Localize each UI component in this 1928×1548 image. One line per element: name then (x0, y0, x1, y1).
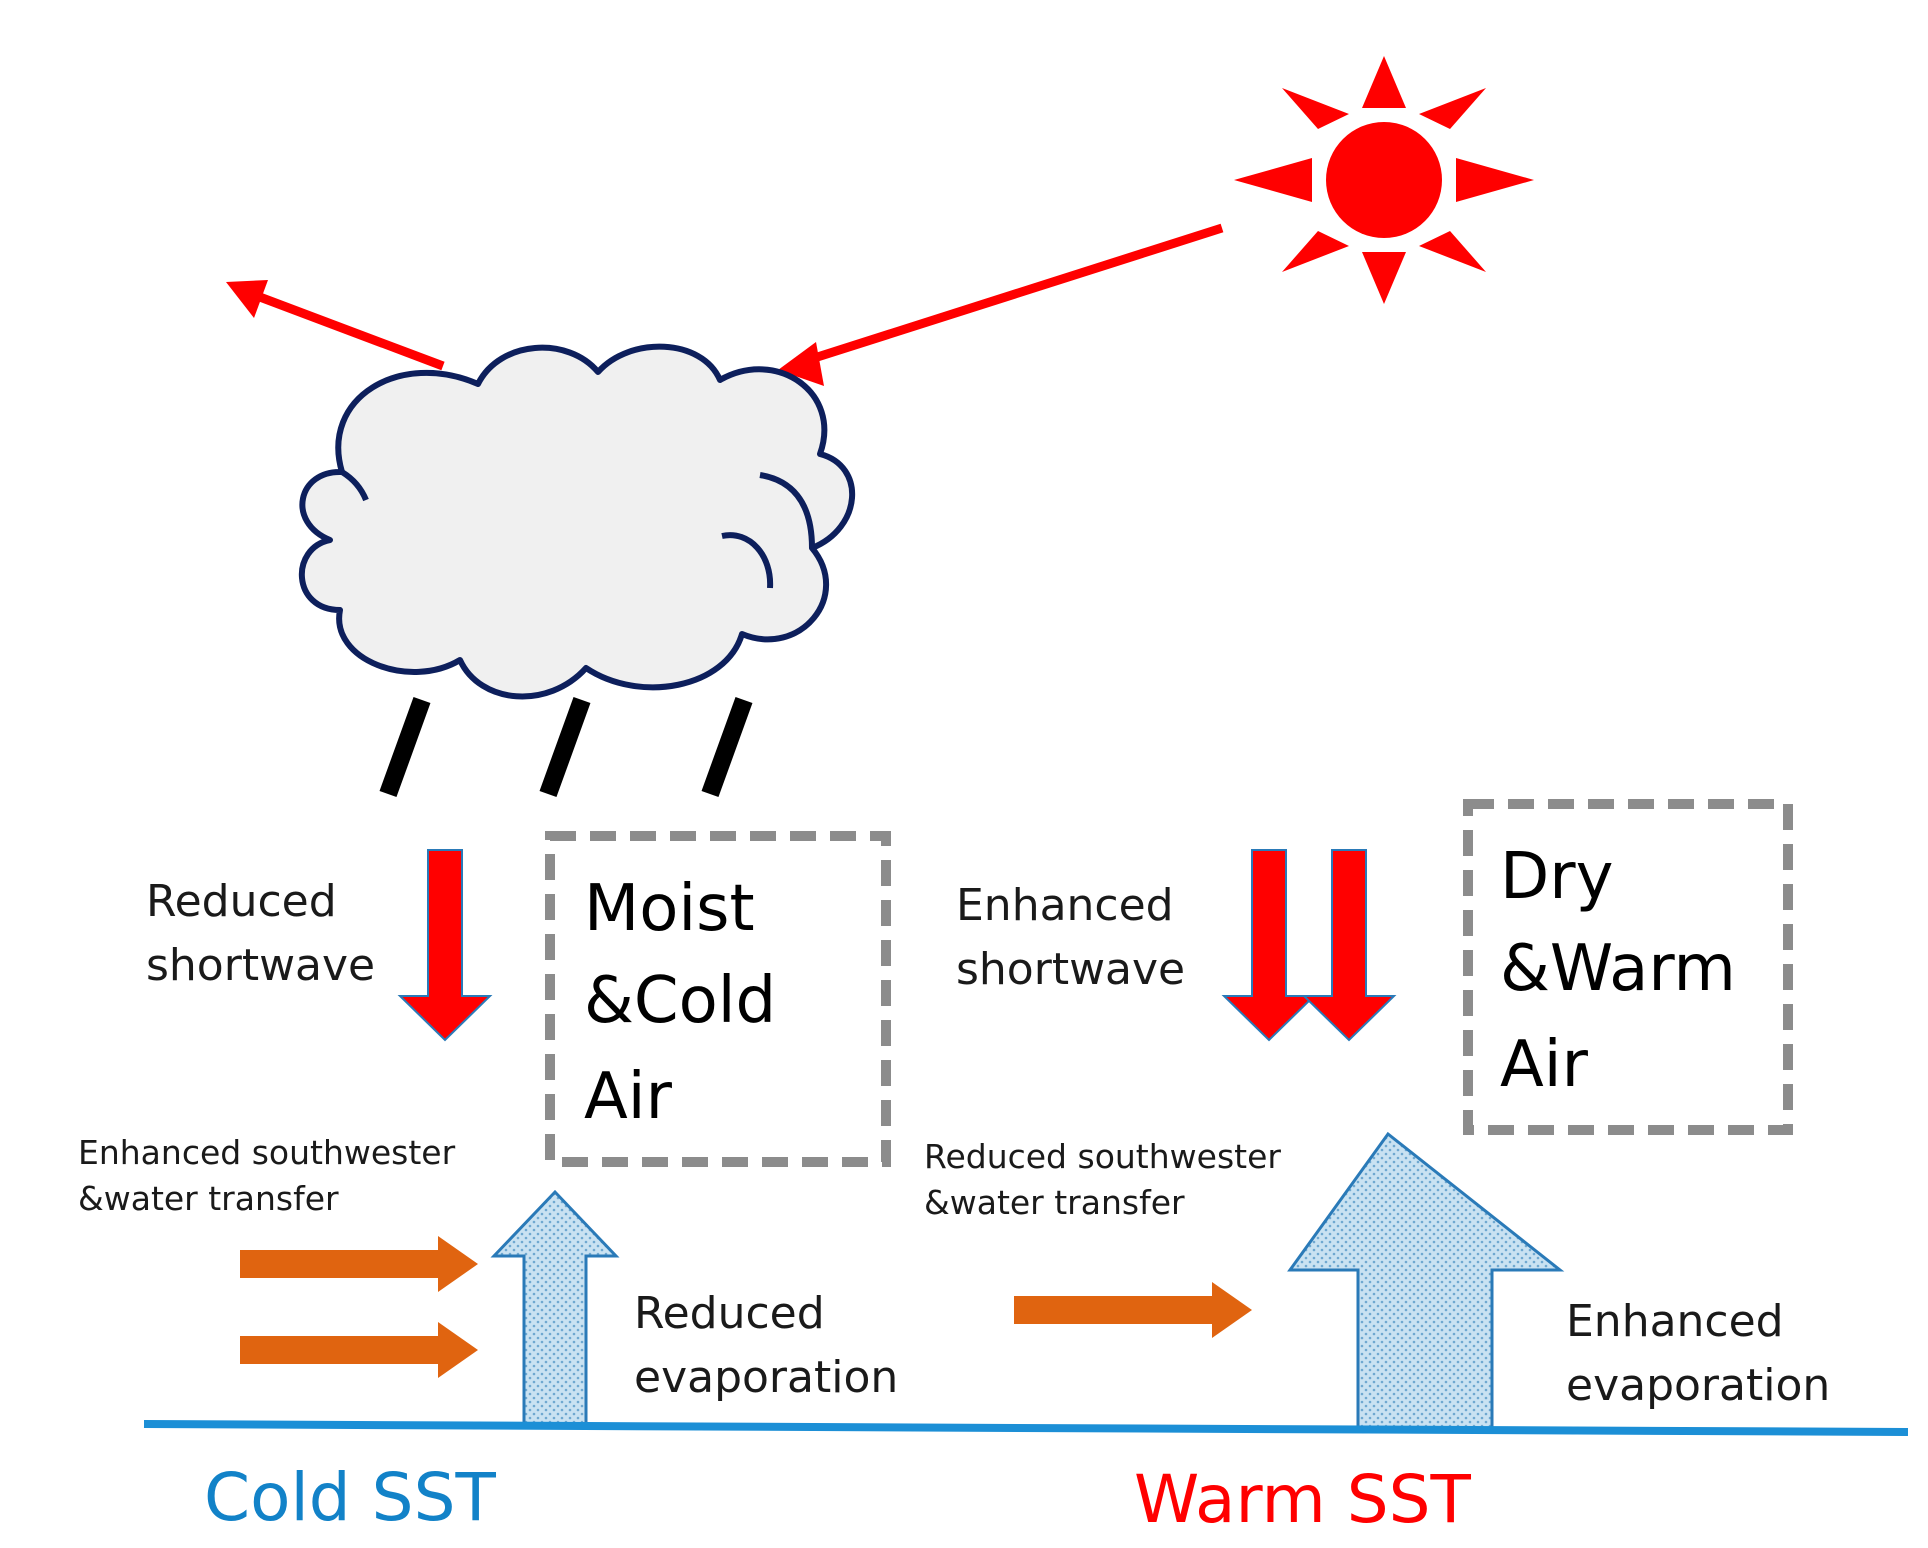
right-shortwave-label: Enhanced shortwave (956, 880, 1188, 995)
dry-warm-air-box (1463, 799, 1793, 1135)
enhanced-shortwave-arrows (1221, 849, 1397, 1042)
reduced-evaporation-arrow (490, 1189, 620, 1428)
dry-warm-air-label: Dry &Warm Air (1500, 840, 1756, 1102)
enhanced-evaporation-arrow (1287, 1131, 1565, 1432)
sea-surface-line (143, 1420, 1909, 1436)
left-wind-label: Enhanced southwester &water transfer (78, 1133, 466, 1218)
reflected-solar-arrow (226, 280, 445, 371)
wind-arrow-left-upper (240, 1236, 478, 1292)
reduced-shortwave-arrow (397, 849, 493, 1042)
moist-cold-air-box (545, 831, 891, 1167)
moist-cold-air-label: Moist &Cold Air (584, 872, 797, 1134)
cloud-icon (298, 343, 856, 700)
left-evaporation-label: Reduced evaporation (634, 1288, 898, 1403)
cold-sst-label: Cold SST (204, 1459, 496, 1536)
incoming-solar-arrow (778, 223, 1224, 386)
wind-arrow-right (1014, 1282, 1252, 1338)
sun-icon (1234, 56, 1534, 304)
rain-icon (379, 696, 753, 798)
right-evaporation-label: Enhanced evaporation (1566, 1296, 1830, 1411)
warm-sst-label: Warm SST (1134, 1461, 1472, 1538)
wind-arrow-left-lower (240, 1322, 478, 1378)
left-shortwave-label: Reduced shortwave (146, 876, 375, 991)
right-wind-label: Reduced southwester &water transfer (924, 1137, 1291, 1222)
